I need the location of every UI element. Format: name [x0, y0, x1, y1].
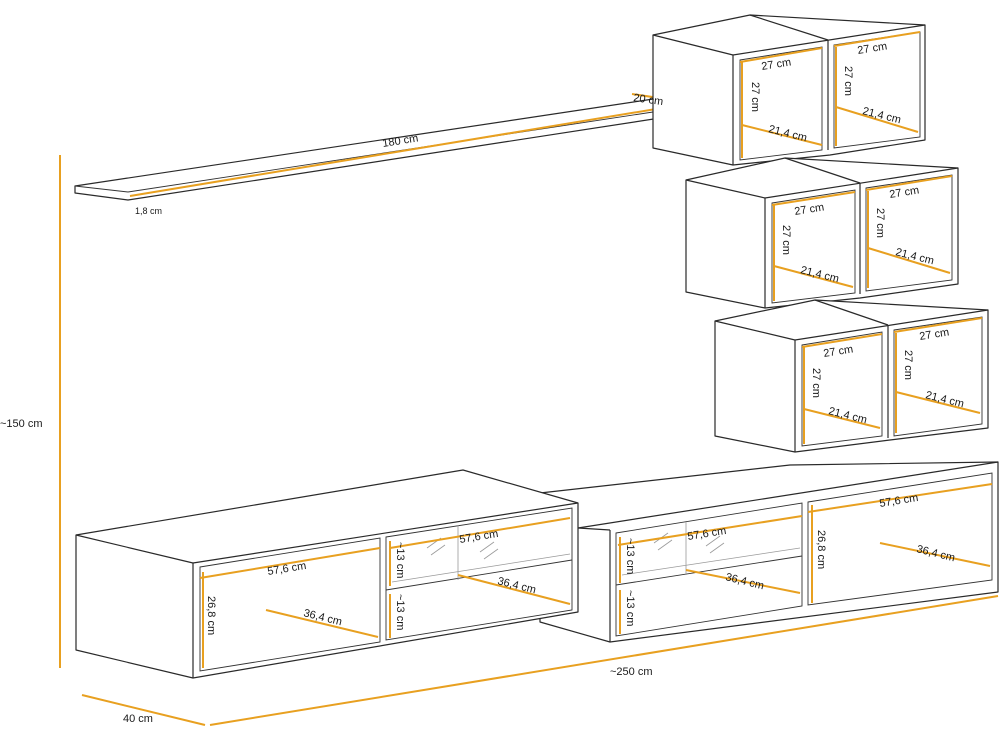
- wall-cube-pair-top: [652, 14, 926, 166]
- label-cube5-width: 27 cm: [823, 343, 854, 360]
- label-cube3-width: 27 cm: [794, 201, 825, 218]
- label-width: ~250 cm: [610, 666, 653, 678]
- wall-cube-pair-middle: [685, 157, 959, 309]
- tv-bench-left: [75, 469, 579, 679]
- label-right-drawer-height: ~13 cm: [624, 538, 636, 574]
- label-cube5-height: 27 cm: [810, 368, 822, 398]
- label-shelf-length: 180 cm: [382, 132, 420, 149]
- label-cube3-height: 27 cm: [780, 225, 792, 255]
- label-right-compartment-height: 26,8 cm: [815, 530, 827, 569]
- label-cube6-width: 27 cm: [919, 326, 950, 343]
- label-left-lower-height: ~13 cm: [394, 594, 406, 630]
- dimension-lines: [59, 31, 999, 726]
- label-cube6-height: 27 cm: [902, 350, 914, 380]
- label-cube4-height: 27 cm: [874, 208, 886, 238]
- label-shelf-thickness: 1,8 cm: [135, 206, 162, 216]
- label-cube1-width: 27 cm: [761, 56, 792, 73]
- label-cube2-height: 27 cm: [842, 66, 854, 96]
- tv-bench-right: [539, 461, 999, 643]
- label-cube1-height: 27 cm: [749, 82, 761, 112]
- label-shelf-depth: 20 cm: [633, 92, 664, 108]
- label-right-lower-height: ~13 cm: [624, 590, 636, 626]
- label-cube2-width: 27 cm: [857, 40, 888, 57]
- label-cube4-width: 27 cm: [889, 184, 920, 201]
- label-height: ~150 cm: [0, 418, 43, 430]
- label-left-compartment-height: 26,8 cm: [205, 596, 217, 635]
- wall-cube-pair-lower: [714, 299, 989, 453]
- label-depth: 40 cm: [123, 713, 153, 725]
- label-left-drawer-height: ~13 cm: [394, 542, 406, 578]
